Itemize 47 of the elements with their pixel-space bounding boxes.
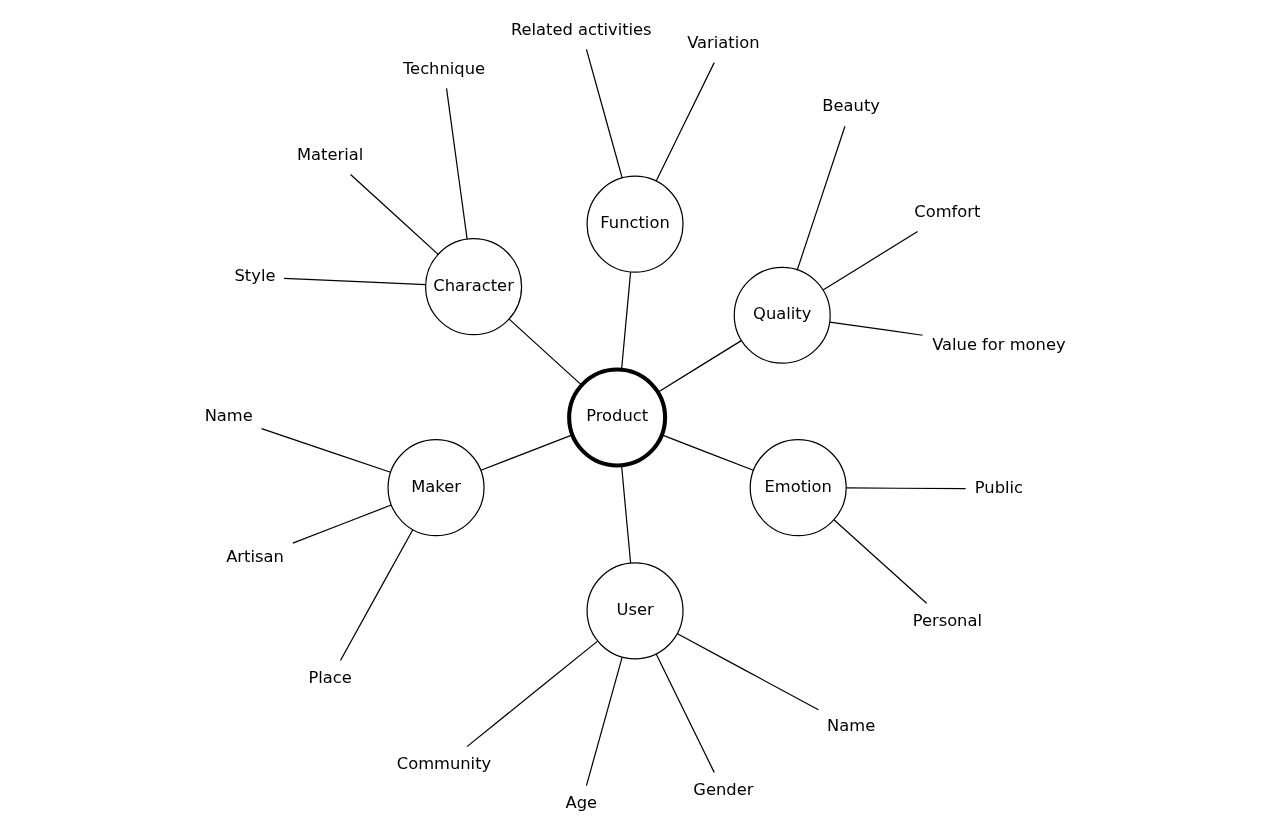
node-circle: Character <box>424 238 522 336</box>
connector <box>620 271 631 371</box>
connector <box>845 487 966 490</box>
connector <box>282 277 426 286</box>
connector <box>465 640 598 748</box>
node-circle: Maker <box>386 439 485 537</box>
node-text: Name <box>204 406 253 426</box>
node-text: Place <box>307 668 352 688</box>
connector <box>656 340 742 393</box>
node-text: Style <box>233 266 275 286</box>
connector <box>585 656 623 787</box>
connector <box>821 230 918 291</box>
connector <box>508 318 582 386</box>
connector <box>660 434 754 471</box>
node-circle: Quality <box>733 266 831 364</box>
node-circle: Product <box>566 367 667 468</box>
connector <box>655 653 715 773</box>
node-text: Technique <box>402 58 485 78</box>
connector <box>291 504 392 544</box>
node-text: Comfort <box>913 201 980 221</box>
node-text: Beauty <box>821 96 880 116</box>
node-text: Artisan <box>225 546 284 566</box>
node-text: Age <box>565 793 597 813</box>
node-circle: Emotion <box>749 439 847 537</box>
node-text: Variation <box>686 32 760 52</box>
node-text: Community <box>396 754 491 774</box>
node-text: Name <box>826 716 875 736</box>
node-text: Value for money <box>931 335 1066 355</box>
connector <box>832 519 927 604</box>
connector <box>796 125 846 271</box>
node-circle: Function <box>585 175 684 273</box>
connector <box>479 434 573 471</box>
connector <box>585 48 623 179</box>
connector <box>655 62 715 182</box>
connector <box>620 464 631 564</box>
connector <box>828 321 923 336</box>
node-text: Public <box>974 477 1023 497</box>
node-text: Gender <box>692 779 753 799</box>
connector <box>349 173 439 255</box>
connector <box>445 87 468 240</box>
connector <box>676 633 819 711</box>
connector <box>339 529 413 662</box>
node-text: Personal <box>912 610 982 630</box>
node-text: Material <box>296 144 363 164</box>
node-circle: User <box>585 562 684 660</box>
node-text: Related activities <box>510 19 652 39</box>
connector <box>260 428 391 473</box>
